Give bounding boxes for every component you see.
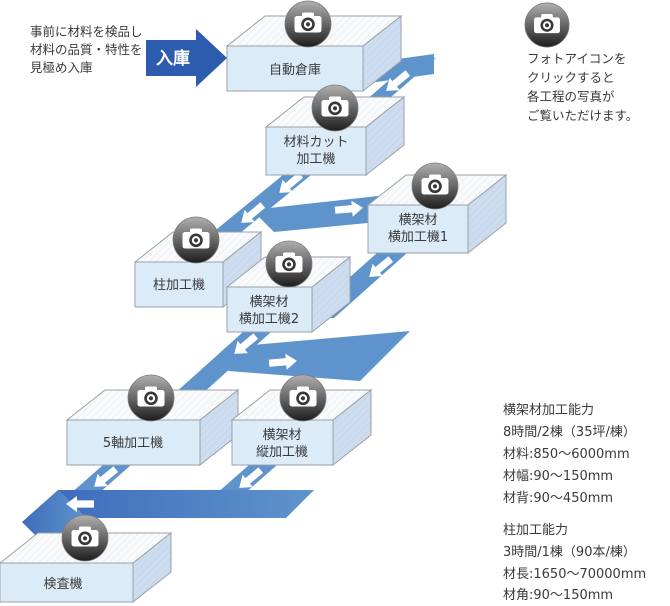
box-label: 自動倉庫	[269, 63, 321, 78]
spec-line: 材背:90～450mm	[503, 491, 613, 506]
flow-ribbon-segment	[58, 490, 314, 518]
box-front-face	[226, 286, 313, 333]
photo-hint-line: フォトアイコンを	[527, 51, 626, 66]
box-front-face	[134, 261, 224, 308]
camera-icon-post-machine[interactable]	[172, 216, 220, 264]
box-label: 横加工機1	[388, 230, 448, 245]
photo-hint-note: フォトアイコンを クリックすると 各工程の写真が ご覧いただけます。	[527, 51, 638, 123]
spec-line: 材長:1650～70000mm	[503, 567, 646, 582]
camera-icon-material-cut[interactable]	[311, 84, 359, 132]
box-label: 横加工機2	[239, 312, 299, 327]
flow-ribbons	[22, 54, 436, 550]
intro-note-line: 見極め入庫	[30, 60, 93, 75]
box-front-face	[265, 126, 367, 176]
box-label: 縦加工機	[256, 445, 308, 460]
camera-icon-beam-horizontal-1[interactable]	[411, 162, 459, 210]
box-front-face	[231, 419, 334, 466]
camera-icon-legend	[524, 2, 570, 48]
intro-note-line: 材料の品質・特性を	[30, 42, 143, 57]
box-label: 加工機	[296, 152, 335, 167]
box-label: 横架材	[398, 213, 437, 228]
process-box-five-axis: 5軸加工機	[65, 388, 240, 467]
camera-icon-auto-warehouse[interactable]	[284, 0, 332, 48]
spec-line: 材料:850～6000mm	[503, 447, 630, 462]
flow-ribbon-segment	[228, 331, 410, 381]
box-label: 柱加工機	[153, 278, 205, 293]
spec-line: 横架材加工能力	[503, 403, 594, 418]
spec-line: 8時間/2棟（35坪/棟）	[503, 425, 636, 440]
box-front-face	[0, 562, 134, 603]
box-label: 検査機	[43, 577, 82, 592]
box-label: 材料カット	[283, 135, 348, 150]
box-front-face	[66, 419, 201, 466]
camera-icon-inspection[interactable]	[61, 514, 109, 562]
spec-line: 柱加工能力	[503, 523, 568, 538]
spec-line: 3時間/1棟（90本/棟）	[503, 545, 636, 560]
photo-hint-line: 各工程の写真が	[527, 89, 615, 104]
spec-line: 材角:90～150mm	[503, 588, 613, 603]
box-label: 横架材	[249, 295, 288, 310]
spec-line: 材幅:90～150mm	[503, 469, 613, 484]
photo-hint-line: クリックすると	[527, 70, 615, 85]
intro-note-line: 事前に材料を検品し	[30, 24, 143, 39]
photo-hint-line: ご覧いただけます。	[527, 108, 638, 123]
camera-icon-beam-vertical[interactable]	[279, 374, 327, 422]
camera-icon-beam-horizontal-2[interactable]	[265, 240, 313, 288]
post-capacity-spec: 柱加工能力 3時間/1棟（90本/棟） 材長:1650～70000mm 材角:9…	[503, 523, 646, 603]
inbound-arrow-shape	[146, 29, 227, 87]
intro-note: 事前に材料を検品し 材料の品質・特性を 見極め入庫	[30, 24, 143, 75]
camera-icon-five-axis[interactable]	[127, 374, 175, 422]
box-label: 横架材	[262, 428, 301, 443]
inbound-arrow: 入庫	[146, 29, 227, 87]
box-label: 5軸加工機	[103, 436, 163, 451]
box-front-face	[367, 204, 469, 254]
inbound-arrow-label: 入庫	[156, 48, 190, 69]
box-front-face	[226, 45, 364, 92]
beam-capacity-spec: 横架材加工能力 8時間/2棟（35坪/棟） 材料:850～6000mm 材幅:9…	[503, 403, 636, 506]
flow-ribbon-segment	[252, 196, 378, 232]
